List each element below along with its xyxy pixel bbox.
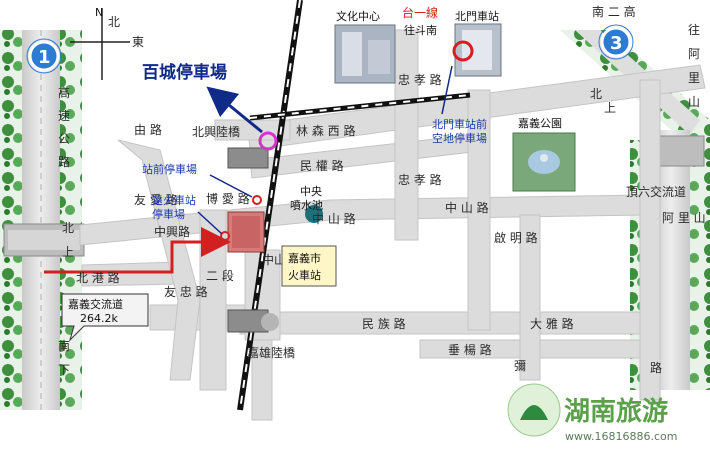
- culture-center-label: 文化中心: [336, 9, 380, 23]
- zhong-shan-road-east-label: 中 山 路: [445, 200, 489, 215]
- svg-text:上: 上: [62, 245, 74, 259]
- svg-text:博 愛 路: 博 愛 路: [206, 191, 250, 206]
- north-gate-station-building: [454, 23, 502, 77]
- svg-text:下: 下: [58, 363, 70, 377]
- freeway-labels: 高 速 公 路 北 上 南 下 南 二 高 往 阿 里 山 北 上: [58, 4, 700, 377]
- svg-text:嘉雄陸橋: 嘉雄陸橋: [247, 345, 295, 360]
- svg-text:公: 公: [58, 132, 70, 146]
- baicheng-direction-arrow: [206, 86, 263, 134]
- north-gate-parking-marker: [452, 40, 474, 62]
- lin-sen-west-road-label: 林 森 西 路: [296, 123, 355, 138]
- compass-north-label: 北: [108, 15, 120, 29]
- zhong-shan-road-label: 中 山 路: [312, 211, 356, 226]
- svg-text:忠 孝 路: 忠 孝 路: [398, 172, 442, 187]
- svg-text:中興路: 中興路: [154, 224, 190, 239]
- bridge-icon: [227, 147, 269, 333]
- place-labels: 文化中心 台一線 往斗南 北門車站 北門車站前 空地停車場 嘉義公園 百城停車場…: [142, 5, 562, 221]
- svg-text:中央: 中央: [300, 185, 322, 198]
- min-quan-road-label: 民 權 路: [300, 158, 344, 173]
- svg-text:忠 孝 路: 忠 孝 路: [398, 72, 442, 87]
- route-arrow: [44, 227, 231, 274]
- national-freeway-1: [0, 30, 85, 410]
- svg-text:往斗南: 往斗南: [404, 23, 437, 37]
- svg-text:頂六交流道: 頂六交流道: [626, 184, 686, 199]
- interchange-callout: 嘉義交流道 264.2k: [61, 293, 149, 342]
- svg-text:南: 南: [58, 338, 70, 353]
- tai-yi-line-label: 台一線: [402, 5, 438, 20]
- svg-text:彌: 彌: [514, 359, 526, 373]
- svg-text:嘉義市: 嘉義市: [288, 251, 321, 265]
- road-network: [79, 29, 706, 421]
- chiayi-park-label: 嘉義公園: [518, 116, 562, 130]
- svg-text:友 忠 路: 友 忠 路: [164, 284, 208, 299]
- svg-text:往: 往: [688, 22, 700, 37]
- bei-gang-road-label: 北 港 路: [76, 270, 120, 285]
- compass-icon: N 北 東: [70, 6, 144, 80]
- svg-text:3: 3: [610, 33, 623, 54]
- leader-line: [209, 174, 253, 198]
- compass-east-label: 東: [132, 35, 144, 49]
- freeway-3-marker: 3: [598, 24, 634, 60]
- svg-text:阿: 阿: [688, 47, 700, 61]
- watermark-url: www.16816886.com: [565, 430, 677, 443]
- baicheng-parking-marker: [258, 131, 278, 151]
- compass-n-label: N: [95, 6, 103, 19]
- svg-text:由 路: 由 路: [134, 122, 162, 137]
- culture-center-building: [334, 24, 396, 84]
- svg-text:友 愛 路: 友 愛 路: [134, 192, 178, 207]
- svg-text:嘉義交流道: 嘉義交流道: [68, 297, 123, 311]
- svg-text:里: 里: [688, 71, 700, 85]
- railway-main-line: [237, 0, 303, 411]
- chiayi-park-area: [512, 132, 576, 192]
- svg-text:264.2k: 264.2k: [80, 312, 118, 325]
- watermark-brand: 湖南旅游: [564, 397, 668, 427]
- svg-text:空地停車場: 空地停車場: [432, 131, 487, 145]
- watermark: 湖南旅游 www.16816886.com: [507, 383, 677, 443]
- freeway-1-marker: 1: [26, 38, 62, 74]
- railway-alishan-line: [249, 92, 471, 121]
- svg-text:民 族 路: 民 族 路: [362, 316, 406, 331]
- svg-text:上: 上: [604, 101, 616, 115]
- svg-text:北門車站前: 北門車站前: [432, 117, 487, 131]
- svg-text:南 二 高: 南 二 高: [592, 4, 636, 19]
- train-station-building: [227, 211, 265, 253]
- north-gate-station-label: 北門車站: [455, 9, 499, 23]
- svg-text:北興陸橋: 北興陸橋: [192, 125, 240, 139]
- svg-text:噴水池: 噴水池: [290, 199, 323, 212]
- svg-text:停車場: 停車場: [152, 207, 185, 221]
- svg-text:高: 高: [58, 85, 70, 100]
- svg-text:山: 山: [688, 95, 700, 109]
- svg-text:垂 楊 路: 垂 楊 路: [448, 342, 492, 357]
- svg-text:北: 北: [62, 221, 74, 235]
- svg-text:二 段: 二 段: [206, 268, 234, 283]
- fountain-icon: [305, 205, 323, 223]
- leader-line: [441, 65, 453, 115]
- svg-text:速: 速: [58, 109, 70, 123]
- svg-text:北: 北: [590, 87, 602, 101]
- svg-text:阿 里 山 公 路: 阿 里 山 公 路: [662, 210, 710, 225]
- train-station-label-box: 嘉義市 火車站: [281, 245, 337, 287]
- svg-text:路: 路: [650, 360, 662, 375]
- leader-line: [197, 211, 223, 235]
- svg-text:1: 1: [38, 47, 51, 68]
- road-labels: 林 森 西 路 民 權 路 中 山 路 中 山 路 忠 孝 路 忠 孝 路 友 …: [76, 72, 710, 375]
- station-front-parking-marker: [252, 195, 262, 205]
- svg-text:啟 明 路: 啟 明 路: [494, 230, 538, 245]
- svg-text:路: 路: [58, 154, 70, 169]
- svg-text:火車站: 火車站: [288, 268, 321, 282]
- svg-text:遠火車站: 遠火車站: [152, 193, 196, 207]
- baicheng-parking-label: 百城停車場: [142, 62, 227, 83]
- svg-text:站前停車場: 站前停車場: [142, 162, 197, 176]
- roundabout-icon: [261, 313, 279, 331]
- svg-text:大 雅 路: 大 雅 路: [530, 316, 574, 331]
